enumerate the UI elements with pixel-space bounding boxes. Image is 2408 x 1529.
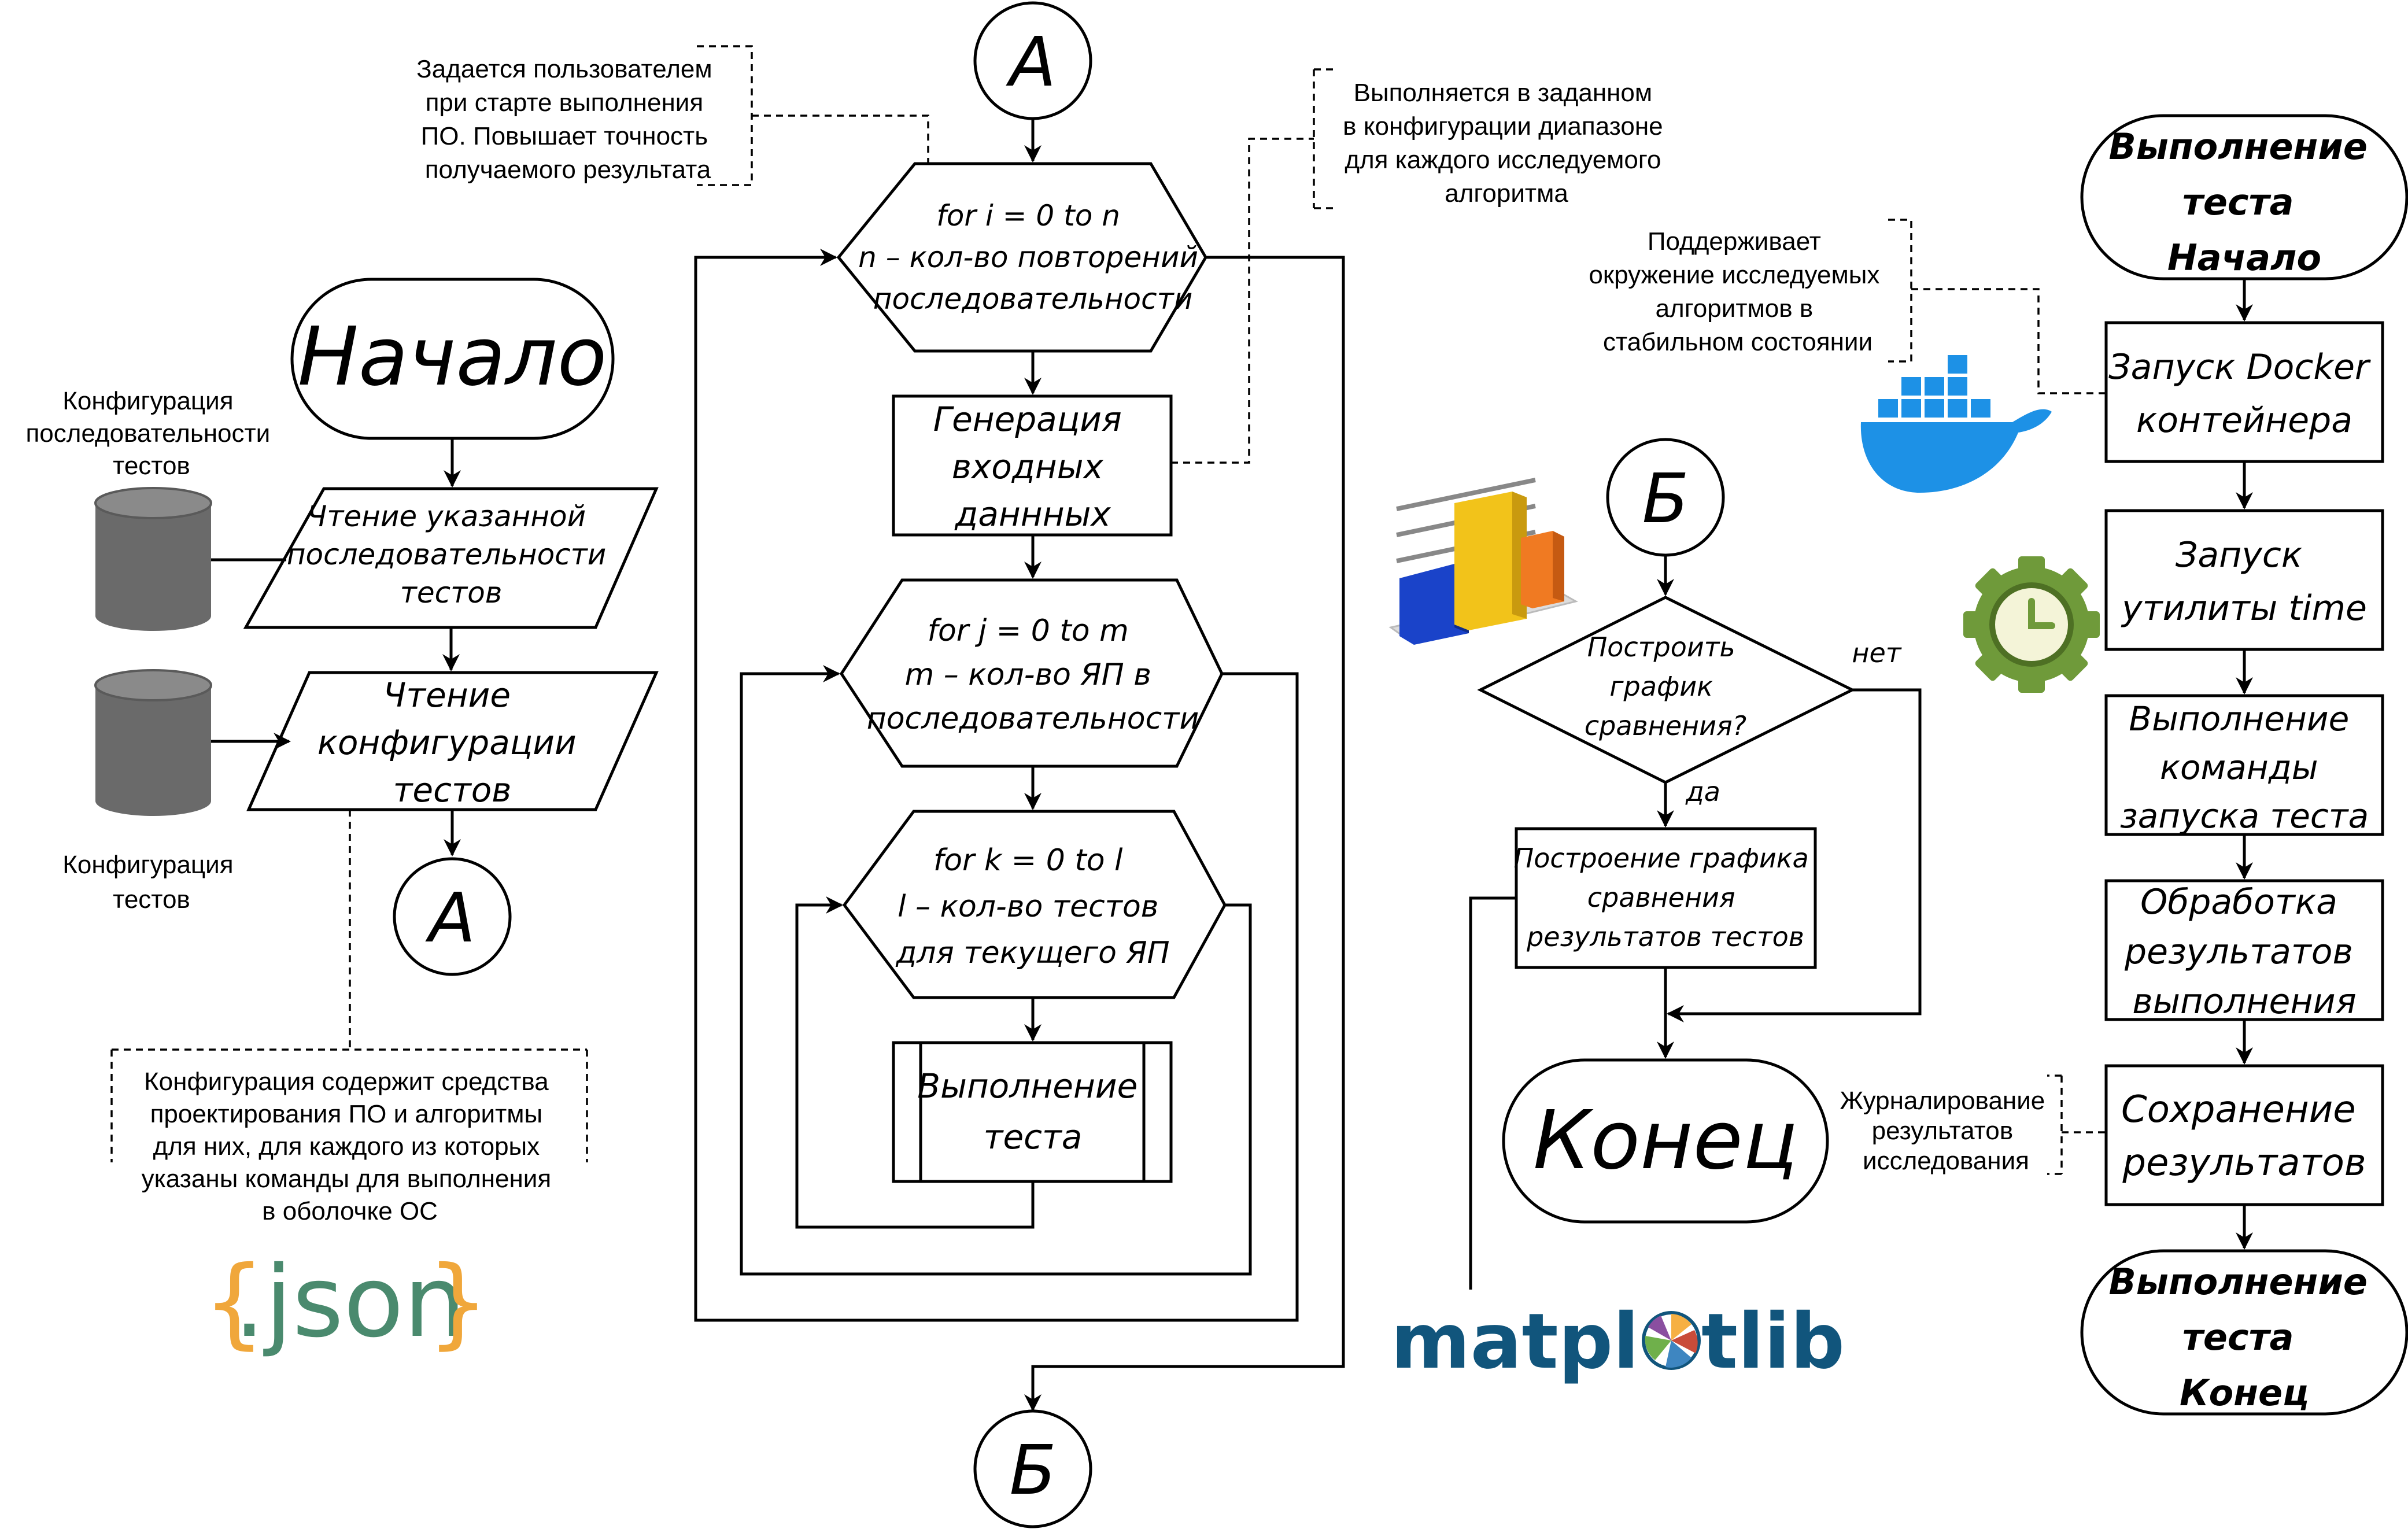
read-sequence-label: Чтение указанной последовательности тест… [287, 500, 615, 610]
command-label: Выполнение команды запуска теста [2120, 699, 2369, 836]
run-test-label: Выполнение теста [917, 1066, 1148, 1157]
test-start-label: Выполнение теста Начало [2109, 125, 2380, 279]
no-label: нет [1852, 637, 1901, 669]
command-process [2104, 694, 2384, 836]
json-logo: { .json } [203, 1245, 489, 1360]
svg-text:tlib: tlib [1701, 1297, 1845, 1386]
connector-b-top-label: Б [1642, 459, 1689, 538]
docker-label: Запуск Docker контейнера [2108, 347, 2380, 441]
note-docker: Поддерживает окружение исследуемых алгор… [1589, 227, 1886, 356]
svg-text:matpl: matpl [1391, 1297, 1639, 1386]
run-test-subprocess [892, 1041, 1173, 1183]
loop-i-hexagon [836, 162, 1207, 353]
time-label: Запуск утилиты time [2121, 535, 2367, 629]
docker-whale-logo [1860, 355, 2052, 493]
test-end-terminal [2080, 1249, 2408, 1416]
database-icon [94, 669, 212, 816]
clock-gear-icon [1963, 556, 2100, 693]
middle-flow: А Задается пользователем при старте выпо… [416, 1, 1670, 1528]
chart-flow: Б Построить график сравнения? нет да Пос… [1388, 438, 1922, 1386]
bar-chart-icon [1388, 478, 1579, 645]
test-end-label: Выполнение теста Конец [2109, 1261, 2380, 1414]
start-label: Начало [298, 310, 607, 404]
end-label: Конец [1533, 1094, 1798, 1188]
connector-a-top-label: А [1006, 22, 1057, 102]
loop-k-hexagon [842, 810, 1227, 999]
save-label: Сохранение результатов [2121, 1088, 2368, 1184]
read-config-io [246, 671, 659, 811]
read-config-label: Чтение конфигурации тестов [317, 675, 587, 810]
note-precision: Задается пользователем при старте выполн… [416, 55, 719, 184]
svg-text:}: } [427, 1245, 489, 1360]
end-terminal [1502, 1058, 1829, 1224]
database-icon [94, 487, 212, 631]
process-label: Обработка результатов выполнения [2124, 882, 2364, 1022]
connector-a-left-label: А [425, 878, 476, 958]
note-log: Журналирование результатов исследования [1840, 1087, 2052, 1175]
db-sequence-label: Конфигурация последовательности тестов [25, 387, 277, 480]
svg-text:{: { [203, 1245, 265, 1360]
generate-process [892, 394, 1173, 537]
generate-label: Генерация входных даннных [933, 400, 1132, 534]
build-chart-process [1515, 827, 1817, 969]
connector-b-bottom [973, 1409, 1092, 1528]
save-results [2104, 1064, 2384, 1206]
svg-text:.json: .json [234, 1245, 466, 1360]
process-results [2104, 879, 2384, 1021]
loop-k-label: for k = 0 to l l – кол-во тестов для тек… [895, 843, 1169, 970]
docker-process [2104, 321, 2384, 463]
connector-b-bottom-label: Б [1010, 1430, 1057, 1510]
loop-j-hexagon [840, 578, 1224, 768]
db-config-label: Конфигурация тестов [62, 851, 241, 914]
decision-label: Построить график сравнения? [1585, 631, 1746, 741]
loop-i-label: for i = 0 to n n – кол-во повторений пос… [858, 199, 1207, 316]
test-run-flow: Выполнение теста Начало Запуск Docker ко… [1589, 114, 2408, 1416]
loop-j-label: for j = 0 to m m – кол-во ЯП в последова… [867, 614, 1199, 736]
read-sequence-io [243, 487, 659, 629]
matplotlib-logo: matpl tlib [1391, 1297, 1845, 1386]
connector-a-left [393, 857, 512, 976]
yes-label: да [1685, 776, 1720, 807]
build-chart-label: Построение графика сравнения результатов… [1514, 843, 1818, 952]
left-flow: Начало Чтение указанной последовательнос… [25, 278, 659, 1360]
note-generation: Выполняется в заданном в конфигурации ди… [1343, 79, 1670, 208]
note-config: Конфигурация содержит средства проектиро… [142, 1068, 559, 1225]
time-process [2104, 509, 2384, 651]
